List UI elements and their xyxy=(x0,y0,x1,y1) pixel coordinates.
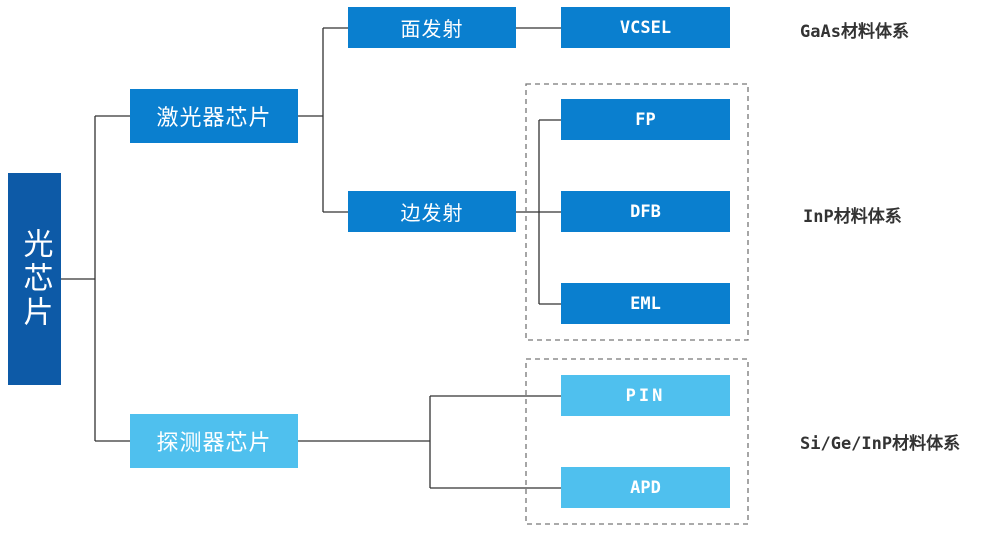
dfb-node: DFB xyxy=(561,191,730,232)
pin-label: PIN xyxy=(625,385,666,406)
root-label: 光芯片 xyxy=(17,228,53,330)
laser-chip-node: 激光器芯片 xyxy=(130,89,298,143)
dfb-label: DFB xyxy=(630,201,661,222)
vcsel-node: VCSEL xyxy=(561,7,730,48)
inp-group-border xyxy=(525,83,749,341)
eml-node: EML xyxy=(561,283,730,324)
eml-label: EML xyxy=(630,293,661,314)
fp-node: FP xyxy=(561,99,730,140)
detector-group-border xyxy=(525,358,749,525)
surface-emission-label: 面发射 xyxy=(400,17,464,41)
vcsel-label: VCSEL xyxy=(619,17,672,38)
detector-chip-node: 探测器芯片 xyxy=(130,414,298,468)
apd-node: APD xyxy=(561,467,730,508)
pin-node: PIN xyxy=(561,375,730,416)
root-node-optical-chip: 光芯片 xyxy=(8,173,61,385)
inp-material-label: InP材料体系 xyxy=(803,207,902,227)
apd-label: APD xyxy=(630,477,661,498)
detector-chip-label: 探测器芯片 xyxy=(156,431,272,456)
gaas-material-label: GaAs材料体系 xyxy=(800,22,909,42)
surface-emission-node: 面发射 xyxy=(348,7,516,48)
fp-label: FP xyxy=(635,109,656,130)
laser-chip-label: 激光器芯片 xyxy=(156,106,272,131)
edge-emission-label: 边发射 xyxy=(400,201,464,225)
edge-emission-node: 边发射 xyxy=(348,191,516,232)
sigeinp-material-label: Si/Ge/InP材料体系 xyxy=(800,434,961,454)
